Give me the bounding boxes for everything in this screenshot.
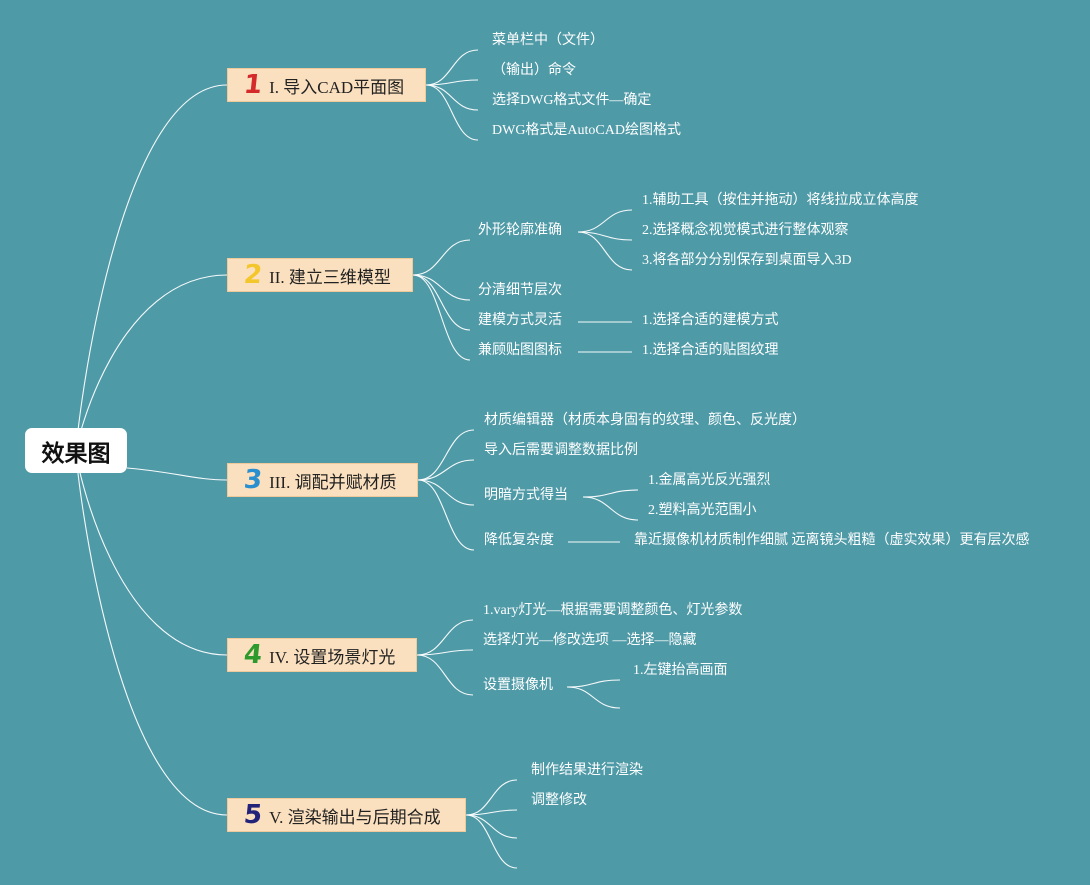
connector-line	[416, 649, 474, 656]
connector-line	[416, 654, 474, 696]
leaf-item[interactable]: 制作结果进行渲染	[531, 763, 643, 778]
subleaf-item[interactable]: 靠近摄像机材质制作细腻 远离镜头粗糙（虚实效果）更有层次感	[634, 533, 1030, 548]
connector-line	[465, 814, 518, 869]
leaf-item[interactable]: 材质编辑器（材质本身固有的纹理、颜色、反光度）	[484, 413, 806, 428]
leaf-item[interactable]: 调整修改	[531, 793, 587, 808]
branch-label: III. 调配并赋材质	[269, 472, 397, 492]
connector-line	[412, 274, 471, 361]
subleaf-item[interactable]: 1.左键抬高画面	[633, 663, 728, 678]
root-connector	[75, 451, 228, 656]
connector-line	[577, 209, 633, 233]
leaf-item[interactable]: DWG格式是AutoCAD绘图格式	[492, 123, 681, 138]
connector-line	[465, 779, 518, 816]
leaf-item[interactable]: 选择DWG格式文件—确定	[492, 93, 652, 108]
number-icon-3: 3	[242, 465, 264, 495]
connector-line	[582, 489, 639, 498]
connector-line	[465, 814, 518, 839]
leaf-item[interactable]: 设置摄像机	[483, 678, 553, 693]
root-connector	[75, 451, 228, 816]
connector-line	[412, 239, 471, 276]
branch-materials[interactable]: 3 III. 调配并赋材质	[227, 463, 418, 497]
leaf-item[interactable]: 兼顾贴图图标	[478, 343, 562, 358]
connector-line	[425, 84, 479, 141]
connector-line	[465, 809, 518, 816]
branch-label: II. 建立三维模型	[269, 267, 391, 287]
branch-label: I. 导入CAD平面图	[269, 77, 405, 97]
connector-line	[425, 49, 479, 86]
leaf-item[interactable]: 1.vary灯光—根据需要调整颜色、灯光参数	[483, 603, 743, 618]
connector-line	[412, 274, 471, 331]
subleaf-item[interactable]: 1.辅助工具（按住并拖动）将线拉成立体高度	[642, 193, 919, 208]
branch-lighting[interactable]: 4 IV. 设置场景灯光	[227, 638, 417, 672]
connector-line	[417, 479, 475, 506]
connector-line	[417, 429, 475, 481]
branch-import-cad[interactable]: 1 I. 导入CAD平面图	[227, 68, 426, 102]
connector-line	[417, 459, 475, 481]
connector-line	[425, 84, 479, 111]
connector-line	[577, 231, 633, 271]
number-icon-4: 4	[242, 640, 264, 670]
leaf-item[interactable]: 明暗方式得当	[484, 488, 568, 503]
connector-line	[425, 79, 479, 86]
subleaf-item[interactable]: 1.选择合适的贴图纹理	[642, 343, 779, 358]
connector-line	[566, 686, 621, 709]
root-connector	[126, 467, 228, 481]
number-icon-2: 2	[242, 260, 264, 290]
branch-label: V. 渲染输出与后期合成	[269, 807, 441, 827]
leaf-item[interactable]: 选择灯光—修改选项 —选择—隐藏	[483, 633, 697, 648]
branch-label: IV. 设置场景灯光	[269, 647, 396, 667]
root-connector	[75, 274, 228, 453]
connector-line	[582, 496, 639, 521]
leaf-item[interactable]: （输出）命令	[492, 63, 576, 78]
connector-line	[412, 274, 471, 301]
subleaf-item[interactable]: 3.将各部分分别保存到桌面导入3D	[642, 253, 852, 268]
leaf-item[interactable]: 导入后需要调整数据比例	[484, 443, 638, 458]
leaf-item[interactable]: 降低复杂度	[484, 533, 554, 548]
leaf-item[interactable]: 外形轮廓准确	[478, 223, 562, 238]
root-node[interactable]: 效果图	[25, 428, 127, 473]
leaf-item[interactable]: 分清细节层次	[478, 283, 562, 298]
subleaf-item[interactable]: 1.金属高光反光强烈	[648, 473, 771, 488]
root-connector	[75, 84, 228, 453]
subleaf-item[interactable]: 2.选择概念视觉模式进行整体观察	[642, 223, 849, 238]
subleaf-item[interactable]: 1.选择合适的建模方式	[642, 313, 779, 328]
branch-render-output[interactable]: 5 V. 渲染输出与后期合成	[227, 798, 466, 832]
number-icon-5: 5	[242, 800, 264, 830]
connector-line	[416, 619, 474, 656]
branch-build-model[interactable]: 2 II. 建立三维模型	[227, 258, 413, 292]
leaf-item[interactable]: 菜单栏中（文件）	[492, 33, 604, 48]
leaf-item[interactable]: 建模方式灵活	[478, 313, 562, 328]
number-icon-1: 1	[242, 70, 264, 100]
subleaf-item[interactable]: 2.塑料高光范围小	[648, 503, 757, 518]
connector-line	[566, 679, 621, 688]
connector-line	[417, 479, 475, 551]
